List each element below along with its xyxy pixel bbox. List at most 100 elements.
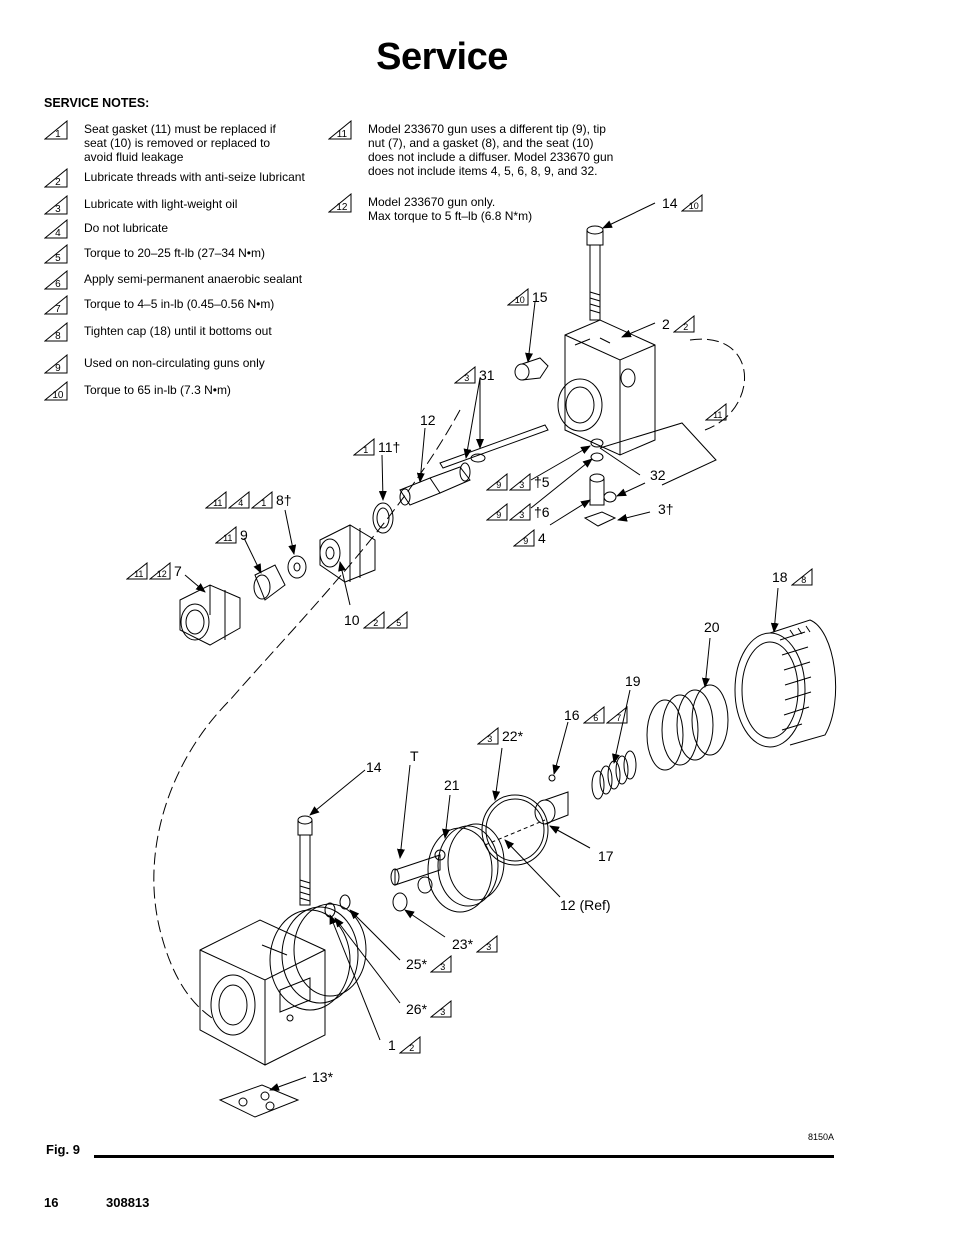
tip-9 xyxy=(253,564,286,601)
callout-label: †5 xyxy=(534,474,550,491)
warning-triangle-icon: 3 xyxy=(508,473,531,491)
svg-text:2: 2 xyxy=(55,177,61,188)
warning-triangle-icon: 8 xyxy=(790,568,813,586)
svg-text:10: 10 xyxy=(52,390,64,401)
svg-text:11: 11 xyxy=(134,569,143,579)
service-note-text: Model 233670 gun uses a different tip (9… xyxy=(368,122,606,136)
warning-triangle-icon: 1 xyxy=(352,438,375,456)
service-note-text: does not include a diffuser. Model 23367… xyxy=(368,150,614,164)
part-5 xyxy=(590,438,604,448)
warning-triangle-icon: 1 xyxy=(43,119,68,140)
gasket-3 xyxy=(583,511,617,527)
svg-text:5: 5 xyxy=(396,618,401,628)
warning-triangle-icon: 10 xyxy=(43,380,68,401)
svg-text:9: 9 xyxy=(496,480,501,490)
callout-label: 32 xyxy=(650,467,666,484)
svg-text:9: 9 xyxy=(523,536,528,546)
svg-text:12: 12 xyxy=(157,569,167,579)
part-6 xyxy=(590,452,604,462)
svg-text:3: 3 xyxy=(464,373,469,383)
manifold-body-2 xyxy=(557,319,656,456)
svg-text:7: 7 xyxy=(55,304,61,315)
warning-triangle-icon: 11 xyxy=(204,491,227,509)
svg-text:3: 3 xyxy=(55,204,61,215)
callout-label: T xyxy=(410,748,419,765)
gun-body-1 xyxy=(199,903,367,1066)
warning-triangle-icon: 3 xyxy=(429,1000,452,1018)
gasket-8 xyxy=(287,555,307,579)
service-note-text: Seat gasket (11) must be replaced if xyxy=(84,122,276,136)
callout-label: †6 xyxy=(534,504,550,521)
svg-text:8: 8 xyxy=(801,575,806,585)
callout-label: 3† xyxy=(658,501,674,518)
figure-label: Fig. 9 xyxy=(46,1142,80,1157)
svg-text:4: 4 xyxy=(55,228,61,239)
piston-21 xyxy=(390,823,505,913)
svg-text:1: 1 xyxy=(55,129,61,140)
svg-text:9: 9 xyxy=(55,363,61,374)
callout-label: 14 xyxy=(662,195,678,212)
svg-text:3: 3 xyxy=(440,962,445,972)
callout: 12 (Ref) xyxy=(558,896,613,913)
warning-triangle-icon: 2 xyxy=(43,167,68,188)
callout: 26*3 xyxy=(404,1000,452,1018)
warning-triangle-icon: 3 xyxy=(429,955,452,973)
callout-label: 10 xyxy=(344,612,360,629)
warning-triangle-icon: 7 xyxy=(605,706,628,724)
callout: 20 xyxy=(702,618,722,635)
warning-triangle-icon: 2 xyxy=(362,611,385,629)
warning-triangle-icon: 2 xyxy=(398,1036,421,1054)
svg-text:3: 3 xyxy=(440,1007,445,1017)
callout-label: 19 xyxy=(625,673,641,690)
svg-text:1: 1 xyxy=(261,498,266,508)
callout-label: 14 xyxy=(366,759,382,776)
callout-label: 13* xyxy=(312,1069,334,1086)
service-note-text: Torque to 4–5 in-lb (0.45–0.56 N•m) xyxy=(84,297,275,311)
service-note-text: Model 233670 gun only. xyxy=(368,195,496,209)
callout: 14 10 xyxy=(660,194,703,212)
callout-label: 20 xyxy=(704,619,720,636)
warning-triangle-icon: 3 xyxy=(508,503,531,521)
callout: 12 xyxy=(418,411,438,428)
svg-text:6: 6 xyxy=(55,279,61,290)
svg-text:6: 6 xyxy=(593,713,598,723)
callout-label: 4 xyxy=(538,530,546,547)
svg-text:5: 5 xyxy=(55,253,61,264)
svg-text:3: 3 xyxy=(486,942,491,952)
callout-label: 21 xyxy=(444,777,460,794)
warning-triangle-icon: 1 xyxy=(250,491,273,509)
screw-14-bottom xyxy=(297,815,313,906)
svg-text:10: 10 xyxy=(515,295,525,305)
svg-text:4: 4 xyxy=(238,498,243,508)
svg-text:11: 11 xyxy=(713,410,722,420)
service-note-text: Apply semi-permanent anaerobic sealant xyxy=(84,272,303,286)
warning-triangle-icon: 8 xyxy=(43,321,68,342)
callout: 32 xyxy=(648,466,668,483)
callout: 14 xyxy=(364,758,384,775)
service-note-text: Lubricate threads with anti-seize lubric… xyxy=(84,170,305,184)
alignment-dashed-line xyxy=(153,338,746,1021)
callout-label: 17 xyxy=(598,848,614,865)
page-number: 16 xyxy=(44,1195,59,1210)
callout: 21 xyxy=(442,776,462,793)
warning-triangle-icon: 6 xyxy=(43,269,68,290)
svg-text:10: 10 xyxy=(688,201,698,211)
part-16 xyxy=(548,774,556,782)
o-ring-25 xyxy=(339,894,351,910)
callout-label: 15 xyxy=(532,289,548,306)
screw-14-top xyxy=(586,225,604,321)
drawing-id: 8150A xyxy=(808,1132,835,1142)
warning-triangle-icon: 2 xyxy=(672,315,695,333)
service-note-text: Torque to 65 in-lb (7.3 N•m) xyxy=(84,383,231,397)
service-note-text: avoid fluid leakage xyxy=(84,150,184,164)
service-note-text: Do not lubricate xyxy=(84,221,169,235)
service-note-text: nut (7), and a gasket (8), and the seat … xyxy=(368,136,594,150)
